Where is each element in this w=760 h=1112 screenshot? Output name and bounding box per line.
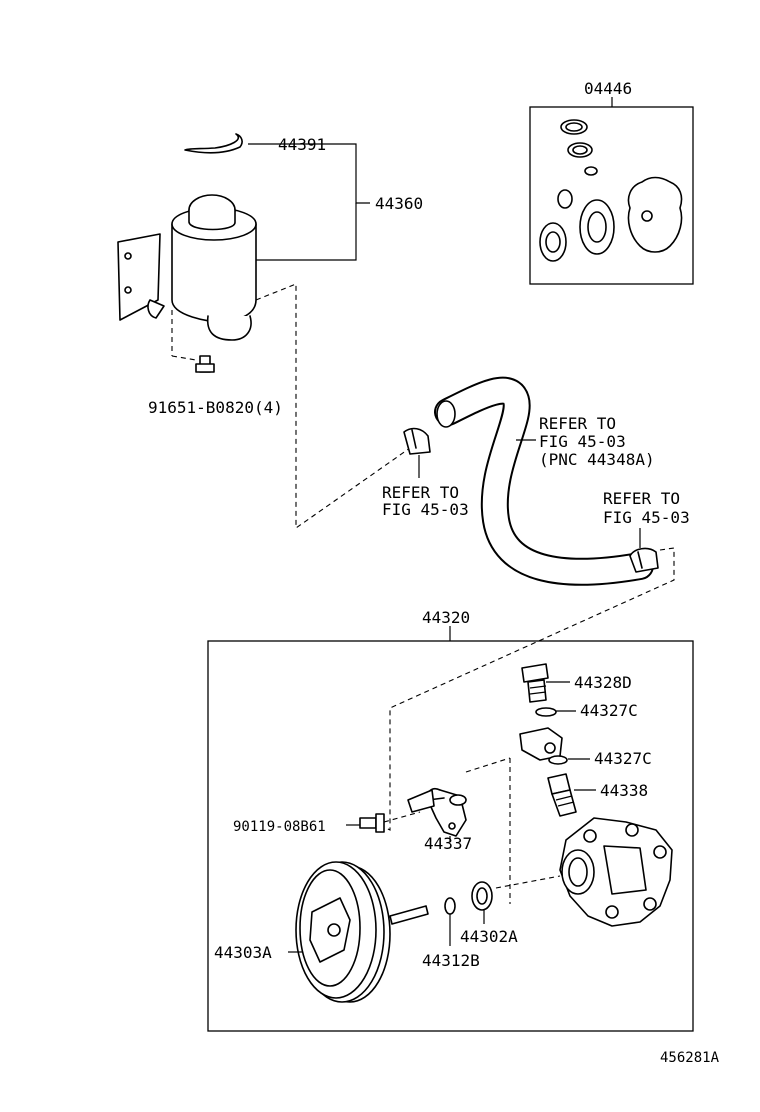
clamp-ref-right-line1: REFER TO xyxy=(603,489,680,508)
callout-bolt-small: 90119-08B61 xyxy=(233,819,326,835)
oring-lower xyxy=(548,755,568,765)
flow-control-valve xyxy=(547,773,577,817)
callout-reservoir: 44360 xyxy=(375,194,423,213)
oil-seal xyxy=(471,881,493,911)
callout-seal: 44302A xyxy=(460,927,518,946)
snap-ring xyxy=(444,897,456,915)
callout-snap-ring: 44312B xyxy=(422,951,480,970)
hose-clamp-right xyxy=(629,547,659,573)
kit-gasket xyxy=(627,176,683,253)
clamp-ref-left-line2: FIG 45-03 xyxy=(382,500,469,519)
hose-group: REFER TO FIG 45-03 REFER TO FIG 45-03 RE… xyxy=(381,376,690,831)
hose-ref-line3: (PNC 44348A) xyxy=(539,450,655,469)
oring-upper xyxy=(535,707,557,717)
callout-oring-lower: 44327C xyxy=(594,749,652,768)
pump-pulley xyxy=(295,861,429,1003)
suction-port-bolt xyxy=(359,813,385,833)
callout-reservoir-clip: 44391 xyxy=(278,135,326,154)
kit-oring-2 xyxy=(567,142,593,158)
pressure-fitting xyxy=(519,727,563,761)
callout-suction-port: 44337 xyxy=(424,834,472,853)
kit-oring-4 xyxy=(557,189,573,209)
reservoir-outlet xyxy=(206,315,252,341)
callout-pulley: 44303A xyxy=(214,943,272,962)
callout-valve: 44338 xyxy=(600,781,648,800)
union-bolt xyxy=(521,663,549,703)
clamp-ref-left-line1: REFER TO xyxy=(382,483,459,502)
callout-pump-assy: 44320 xyxy=(422,608,470,627)
callout-kit: 04446 xyxy=(584,79,632,98)
pump-assembly-group: 44320 44328D 44327C 44327C 44338 xyxy=(207,608,694,1032)
clamp-ref-right-line2: FIG 45-03 xyxy=(603,508,690,527)
callout-oring-upper: 44327C xyxy=(580,701,638,720)
callout-union-bolt: 44328D xyxy=(574,673,632,692)
kit-seal xyxy=(539,222,567,262)
gasket-kit-group: 04446 xyxy=(529,79,694,285)
hose-clamp-left xyxy=(403,427,431,455)
kit-oring-3 xyxy=(584,166,598,176)
pump-body xyxy=(559,817,673,927)
kit-oring-1 xyxy=(560,119,588,135)
suction-port xyxy=(407,787,467,837)
reservoir-clip xyxy=(184,133,243,154)
reservoir-group: 91651-B0820(4) 44391 44360 xyxy=(117,133,423,530)
callout-bolt: 91651-B0820(4) xyxy=(148,398,283,417)
hose-end-upper xyxy=(436,400,456,428)
hose-ref-line1: REFER TO xyxy=(539,414,616,433)
figure-id: 456281A xyxy=(660,1050,720,1066)
reservoir-bolt xyxy=(195,355,215,373)
kit-washer xyxy=(579,199,615,255)
hose-ref-line2: FIG 45-03 xyxy=(539,432,626,451)
